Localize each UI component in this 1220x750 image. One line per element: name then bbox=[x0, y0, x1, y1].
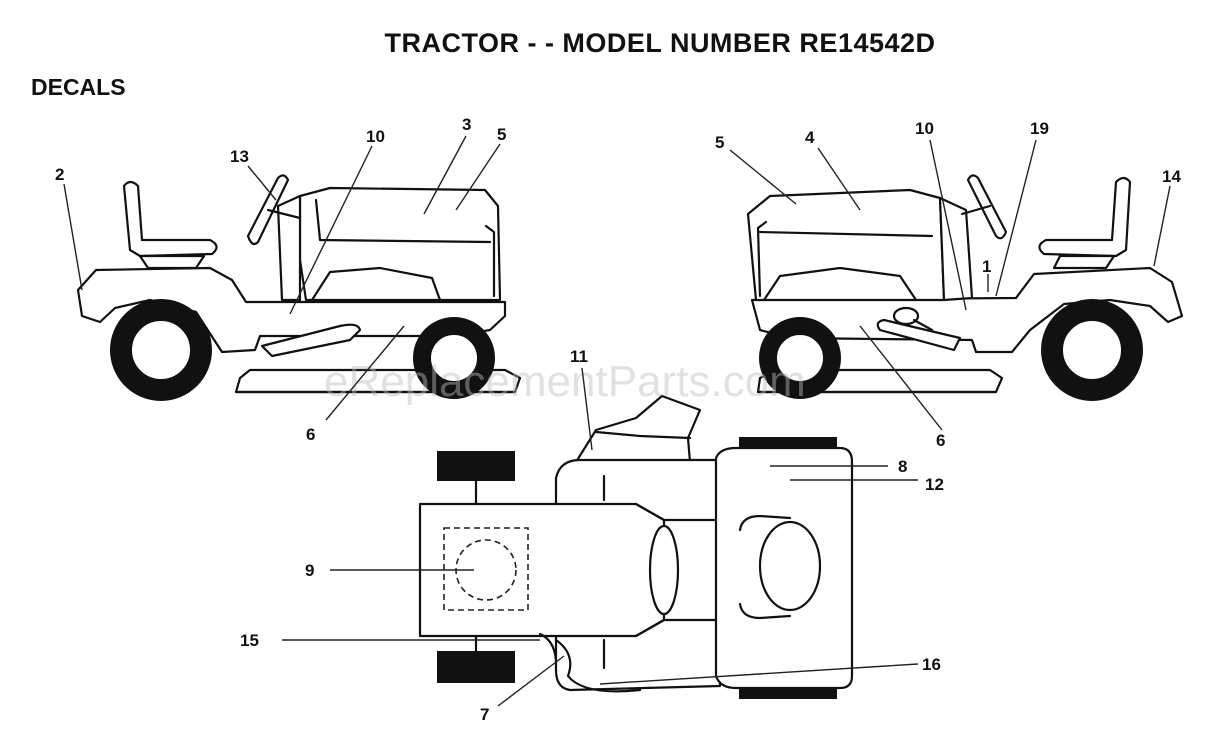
tractor-right-side-view bbox=[746, 174, 1184, 401]
callout-6: 6 bbox=[306, 425, 315, 444]
callout-5: 5 bbox=[497, 125, 506, 144]
callout-2: 2 bbox=[55, 165, 64, 184]
leader-lines bbox=[63, 135, 1171, 707]
callout-14: 14 bbox=[1162, 167, 1181, 186]
section-heading: DECALS bbox=[31, 74, 126, 100]
callout-15: 15 bbox=[240, 631, 259, 650]
callout-12: 12 bbox=[925, 475, 944, 494]
callout-7: 7 bbox=[480, 705, 489, 724]
callout-11: 11 bbox=[570, 347, 588, 366]
watermark-text: eReplacementParts.com bbox=[324, 357, 806, 406]
callout-4: 4 bbox=[805, 128, 815, 147]
callout-5-right: 5 bbox=[715, 133, 724, 152]
callout-1: 1 bbox=[982, 257, 991, 276]
callout-16: 16 bbox=[922, 655, 941, 674]
callout-10-right: 10 bbox=[915, 119, 934, 138]
diagram-title: TRACTOR - - MODEL NUMBER RE14542D bbox=[384, 28, 936, 58]
callout-labels: 2 13 10 3 5 6 5 4 10 19 14 1 6 11 8 12 9… bbox=[55, 115, 1181, 724]
callout-9: 9 bbox=[305, 561, 314, 580]
callout-6-right: 6 bbox=[936, 431, 945, 450]
callout-19: 19 bbox=[1030, 119, 1049, 138]
callout-10: 10 bbox=[366, 127, 385, 146]
callout-8: 8 bbox=[898, 457, 907, 476]
tractor-top-view bbox=[418, 394, 854, 699]
callout-13: 13 bbox=[230, 147, 249, 166]
callout-3: 3 bbox=[462, 115, 471, 134]
